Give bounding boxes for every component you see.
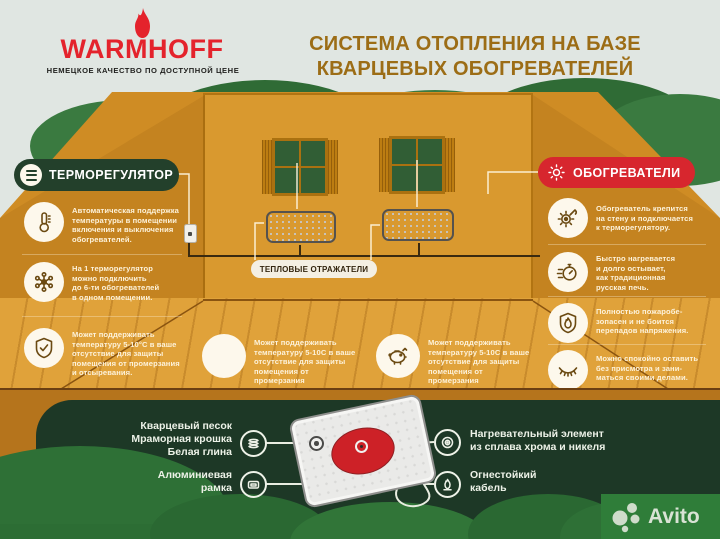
stopwatch-icon	[548, 252, 588, 292]
fire-shield-icon	[548, 303, 588, 343]
diagram-label-frame: Алюминиевая рамка	[157, 469, 232, 494]
brand-tagline: НЕМЕЦКОЕ КАЧЕСТВО ПО ДОСТУПНОЙ ЦЕНЕ	[46, 66, 240, 75]
feature-text: Быстро нагревается и долго остывает, как…	[596, 254, 676, 292]
brand-logo: WARMHOFF	[60, 34, 224, 64]
feature-text: Полностью пожаробе- зопасен и не боится …	[596, 307, 689, 336]
gear-wrench-icon	[548, 198, 588, 238]
divider	[548, 244, 706, 245]
feature-text: Можно спокойно оставить без присмотра и …	[596, 354, 699, 383]
wall-heater-right	[382, 209, 454, 241]
menu-icon	[20, 164, 42, 186]
wall-thermostat	[184, 224, 197, 243]
avito-logo-text: Avito	[648, 504, 700, 528]
wall-heater-left	[266, 211, 336, 243]
diagram-label-element: Нагревательный элемент из сплава хрома и…	[470, 428, 606, 453]
thermometer-icon	[24, 202, 64, 242]
shutter-icon	[262, 140, 272, 194]
layers-icon	[240, 430, 267, 457]
shield-check-icon	[24, 328, 64, 368]
window-glass	[272, 138, 328, 196]
heaters-badge: ОБОГРЕВАТЕЛИ	[538, 157, 695, 188]
piggy-bank-icon	[376, 334, 420, 378]
thermostat-badge-label: ТЕРМОРЕГУЛЯТОР	[49, 168, 174, 182]
shutter-icon	[445, 138, 455, 192]
divider	[548, 344, 706, 345]
diagram-label-cable: Огнестойкий кабель	[470, 469, 537, 494]
page-title: СИСТЕМА ОТОПЛЕНИЯ НА БАЗЕ КВАРЦЕВЫХ ОБОГ…	[309, 33, 641, 80]
shutter-icon	[328, 140, 338, 194]
element-center-icon	[355, 440, 368, 453]
avito-logo-icon	[612, 502, 640, 532]
divider	[22, 254, 182, 255]
feature-text: Может поддерживать температуру 5-10°С в …	[72, 330, 180, 378]
thermostat-badge: ТЕРМОРЕГУЛЯТОР	[14, 159, 179, 191]
frame-icon	[240, 471, 267, 498]
heating-element-icon	[434, 429, 461, 456]
mount-grommet-icon	[309, 436, 324, 451]
heaters-badge-label: ОБОГРЕВАТЕЛИ	[573, 165, 681, 180]
feature-text: Обогреватель крепится на стену и подключ…	[596, 204, 693, 233]
diagram-label-sand: Кварцевый песок Мраморная крошка Белая г…	[131, 420, 232, 458]
divider	[22, 316, 182, 317]
sun-icon	[548, 164, 565, 181]
avito-watermark: Avito	[601, 494, 720, 539]
window-left	[262, 138, 338, 196]
shutter-icon	[379, 138, 389, 192]
divider	[548, 296, 706, 297]
reflectors-label: ТЕПЛОВЫЕ ОТРАЖАТЕЛИ	[251, 260, 377, 278]
flame-icon	[135, 8, 150, 38]
network-icon	[24, 262, 64, 302]
house-floor	[0, 298, 720, 403]
feature-text: На 1 терморегулятор можно подключить до …	[72, 264, 160, 302]
feature-text: Автоматическая поддержка температуры в п…	[72, 206, 179, 244]
circle-icon	[202, 334, 246, 378]
reflectors-label-text: ТЕПЛОВЫЕ ОТРАЖАТЕЛИ	[259, 264, 369, 274]
eye-closed-icon	[548, 350, 588, 390]
fire-cable-icon	[434, 471, 461, 498]
